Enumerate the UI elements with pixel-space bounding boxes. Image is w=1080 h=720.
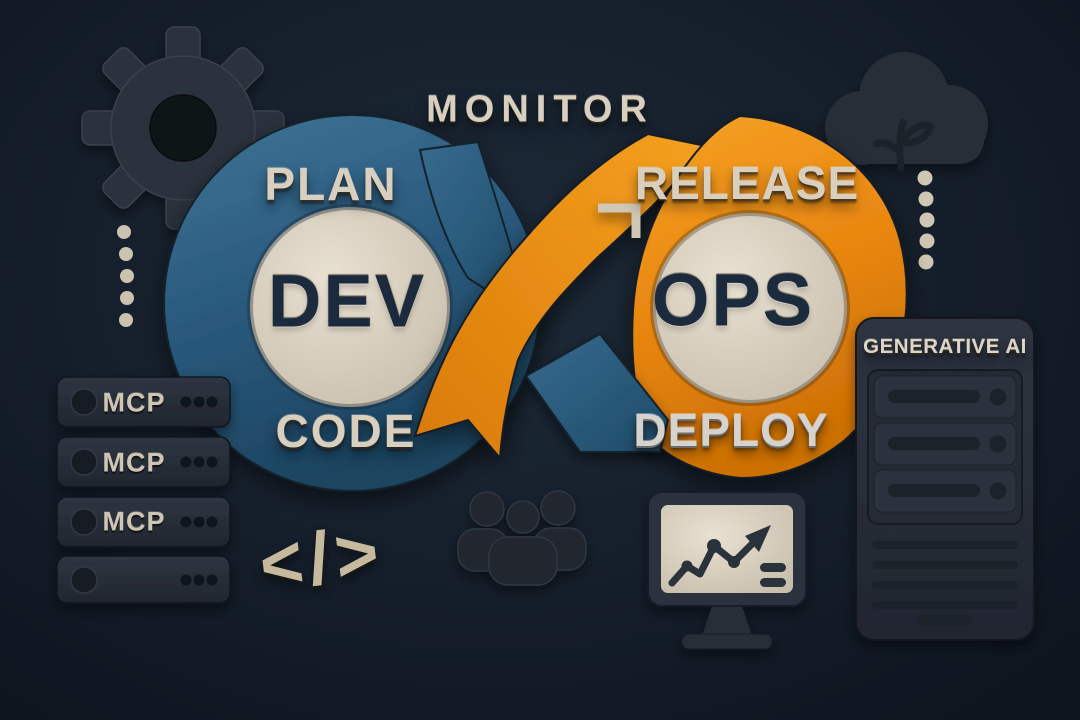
mcp-rack-row	[56, 496, 231, 548]
mcp-rack-row	[56, 436, 231, 488]
release-label: RELEASE	[634, 157, 860, 209]
dev-label: DEV	[267, 259, 427, 343]
mcp-rack-label: MCP	[102, 387, 166, 418]
dotted-path-left	[117, 225, 134, 327]
mcp-rack-row-blank	[56, 555, 231, 604]
mcp-rack-row	[56, 376, 231, 428]
mcp-server-rack-icon	[56, 376, 231, 604]
team-icon	[457, 490, 587, 586]
ops-center-disc	[650, 210, 850, 406]
ops-label: OPS	[651, 258, 815, 342]
dotted-path-right	[917, 170, 935, 270]
ai-server-tower-icon	[855, 317, 1035, 641]
mcp-rack-label: MCP	[102, 506, 166, 537]
dev-center-disc	[247, 204, 453, 410]
chart-monitor-icon	[647, 491, 807, 650]
dev-band-arrowhead	[524, 332, 670, 453]
tower-slot	[873, 469, 1017, 513]
code-brackets-icon: </>	[254, 509, 390, 607]
tower-slot	[873, 422, 1017, 466]
deploy-label: DEPLOY	[633, 404, 829, 456]
corner-arrow-icon	[598, 203, 641, 238]
mcp-rack-label: MCP	[102, 447, 166, 478]
tower-slot	[873, 375, 1017, 419]
plan-label: PLAN	[264, 158, 398, 210]
cloud-branch-icon	[825, 52, 988, 172]
tower-vents	[872, 541, 1018, 626]
monitor-label: MONITOR	[426, 88, 654, 131]
generative-ai-label: GENERATIVE AI	[863, 335, 1027, 358]
code-label: CODE	[275, 405, 417, 457]
